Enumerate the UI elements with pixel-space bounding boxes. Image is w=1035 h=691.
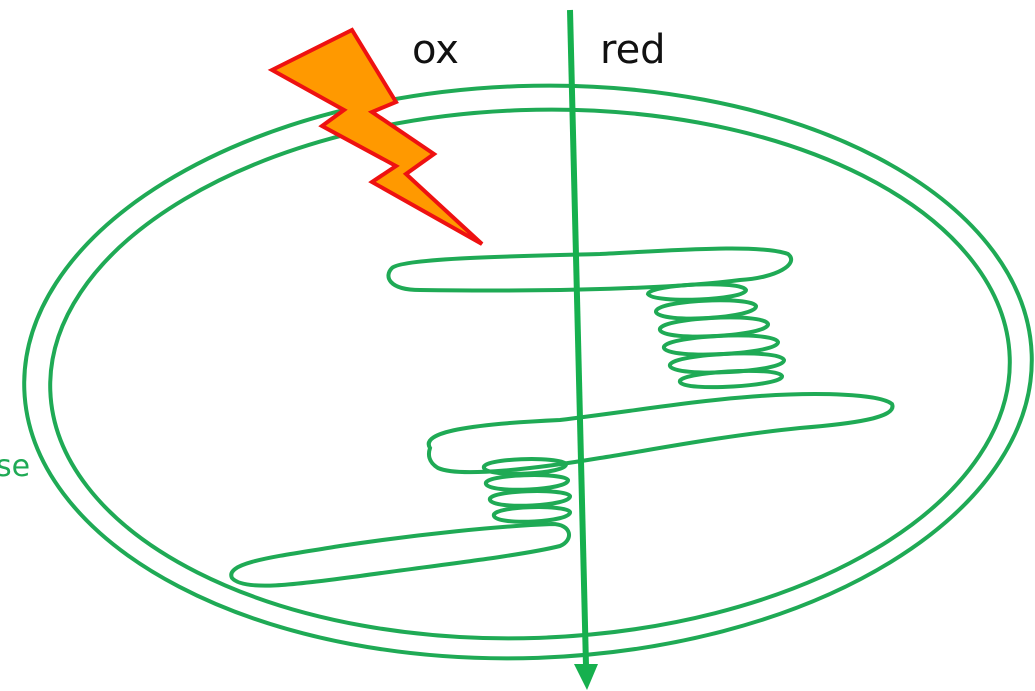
chloroplast-envelope: [14, 69, 1035, 676]
arrow-head: [574, 664, 598, 690]
oxidized-side-label: ox: [412, 30, 459, 70]
lower-thylakoid: [231, 524, 569, 586]
reduced-side-label: red: [600, 30, 666, 70]
right-granum: [648, 284, 784, 387]
cropped-green-text: se: [0, 452, 30, 482]
outer-membrane: [14, 69, 1035, 676]
inner-membrane: [41, 93, 1019, 654]
